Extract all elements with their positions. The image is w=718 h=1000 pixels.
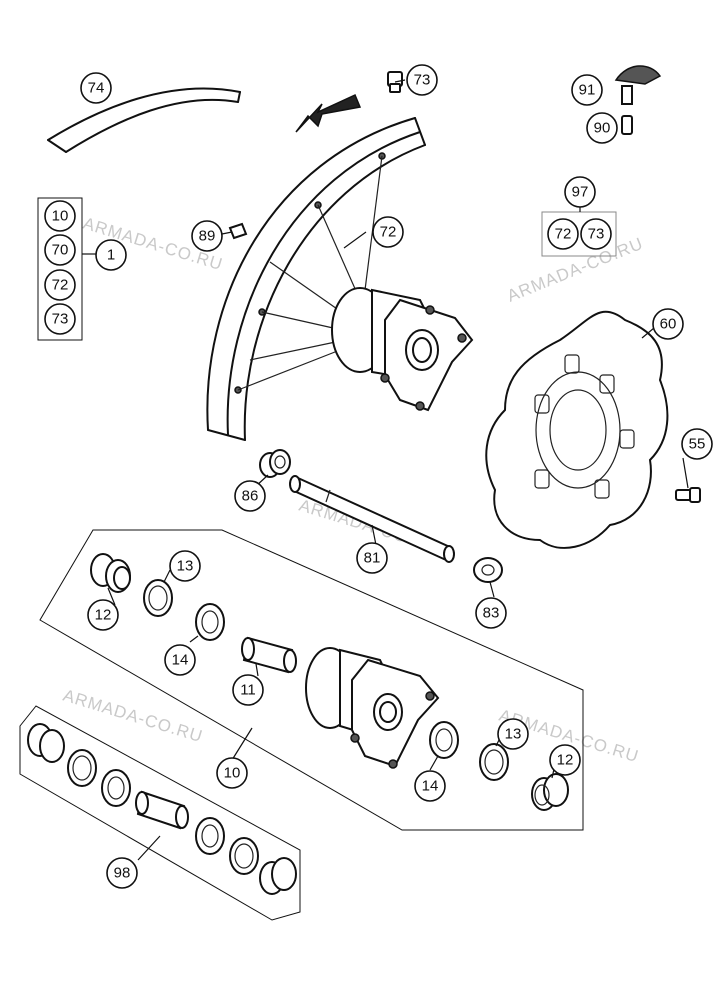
watermark-upper-right: ARMADA-CO.RU bbox=[504, 234, 646, 306]
callout-60: 60 bbox=[652, 308, 684, 340]
callout-81-label: 81 bbox=[364, 550, 381, 567]
callout-72-rim: 72 bbox=[372, 216, 404, 248]
distance-sleeve-part bbox=[241, 636, 297, 674]
callout-83-label: 83 bbox=[483, 605, 500, 622]
callout-14-right-label: 14 bbox=[422, 778, 439, 795]
callout-89: 89 bbox=[191, 220, 223, 252]
callout-72-97: 72 bbox=[547, 218, 579, 250]
spacer-right-part bbox=[531, 773, 569, 811]
callout-72-rim-label: 72 bbox=[380, 224, 397, 241]
bearing-right-part bbox=[429, 721, 459, 759]
valve-cap-part bbox=[621, 115, 633, 135]
callout-12-left: 12 bbox=[87, 599, 119, 631]
callout-14-left: 14 bbox=[164, 644, 196, 676]
callout-55-label: 55 bbox=[689, 436, 706, 453]
callout-12-right: 12 bbox=[549, 744, 581, 776]
hub-kit-outline bbox=[39, 529, 584, 831]
callout-11: 11 bbox=[232, 674, 264, 706]
callout-72-97-label: 72 bbox=[555, 226, 572, 243]
wheel-hub-assembled-part bbox=[331, 287, 474, 412]
callout-97-label: 97 bbox=[572, 184, 589, 201]
callout-86-label: 86 bbox=[242, 488, 259, 505]
callout-72-kit-label: 72 bbox=[52, 277, 69, 294]
spacer-part bbox=[259, 449, 291, 478]
callout-1-label: 1 bbox=[107, 247, 115, 264]
callout-89-label: 89 bbox=[199, 228, 216, 245]
callout-91-label: 91 bbox=[579, 82, 596, 99]
wheel-kit-box bbox=[37, 197, 83, 341]
callout-98-label: 98 bbox=[114, 865, 131, 882]
valve-nut-part bbox=[387, 71, 403, 93]
callout-97: 97 bbox=[564, 176, 596, 208]
callout-72-kit: 72 bbox=[44, 269, 76, 301]
callout-13-right-label: 13 bbox=[505, 726, 522, 743]
wheel-spindle-part bbox=[289, 475, 455, 563]
front-hub-part bbox=[305, 647, 440, 769]
callout-55: 55 bbox=[681, 428, 713, 460]
callout-10-kit-label: 10 bbox=[52, 208, 69, 225]
watermark-lower-left: ARMADA-CO.RU bbox=[61, 686, 205, 747]
callout-70-kit-label: 70 bbox=[52, 242, 69, 259]
callout-73-kit-label: 73 bbox=[52, 311, 69, 328]
callout-73-97: 73 bbox=[580, 218, 612, 250]
callout-86: 86 bbox=[234, 480, 266, 512]
callout-1: 1 bbox=[95, 239, 127, 271]
brake-disc-part bbox=[485, 310, 669, 549]
callout-12-left-label: 12 bbox=[95, 607, 112, 624]
callout-74-label: 74 bbox=[88, 80, 105, 97]
callout-73-kit: 73 bbox=[44, 303, 76, 335]
disc-screw-part bbox=[675, 487, 701, 503]
callout-83: 83 bbox=[475, 597, 507, 629]
wheel-weight-part bbox=[228, 222, 248, 240]
rotation-arrow-icon bbox=[295, 93, 362, 133]
shaft-seal-left-part bbox=[143, 579, 173, 617]
callout-13-left-label: 13 bbox=[177, 558, 194, 575]
repair-kit-outline bbox=[19, 705, 301, 921]
bearing-left-part bbox=[195, 603, 225, 641]
repair-kit-parts bbox=[27, 723, 297, 895]
tire-valve-part bbox=[614, 65, 662, 105]
callout-13-right: 13 bbox=[497, 718, 529, 750]
callout-73-top: 73 bbox=[406, 64, 438, 96]
callout-13-left: 13 bbox=[169, 550, 201, 582]
collar-nut-part bbox=[473, 557, 503, 583]
callout-11-label: 11 bbox=[240, 682, 256, 699]
callout-10-hub-label: 10 bbox=[224, 765, 241, 782]
callout-81: 81 bbox=[356, 542, 388, 574]
wheel-rim-part bbox=[206, 117, 426, 441]
leader-lines bbox=[82, 79, 689, 861]
callout-98: 98 bbox=[106, 857, 138, 889]
callout-91: 91 bbox=[571, 74, 603, 106]
spokes-part bbox=[237, 155, 383, 391]
shaft-seal-right-part bbox=[479, 743, 509, 781]
callout-73-97-label: 73 bbox=[588, 226, 605, 243]
callout-10-kit: 10 bbox=[44, 200, 76, 232]
callout-60-label: 60 bbox=[660, 316, 677, 333]
spoke-kit-box bbox=[541, 211, 617, 257]
callout-14-left-label: 14 bbox=[172, 652, 189, 669]
callout-14-right: 14 bbox=[414, 770, 446, 802]
callout-90: 90 bbox=[586, 112, 618, 144]
callout-73-top-label: 73 bbox=[414, 72, 431, 89]
callout-74: 74 bbox=[80, 72, 112, 104]
callout-90-label: 90 bbox=[594, 120, 611, 137]
callout-12-right-label: 12 bbox=[557, 752, 574, 769]
spacer-left-part bbox=[90, 553, 131, 593]
callout-10-hub: 10 bbox=[216, 757, 248, 789]
rim-strip-part bbox=[47, 87, 241, 153]
callout-70-kit: 70 bbox=[44, 234, 76, 266]
